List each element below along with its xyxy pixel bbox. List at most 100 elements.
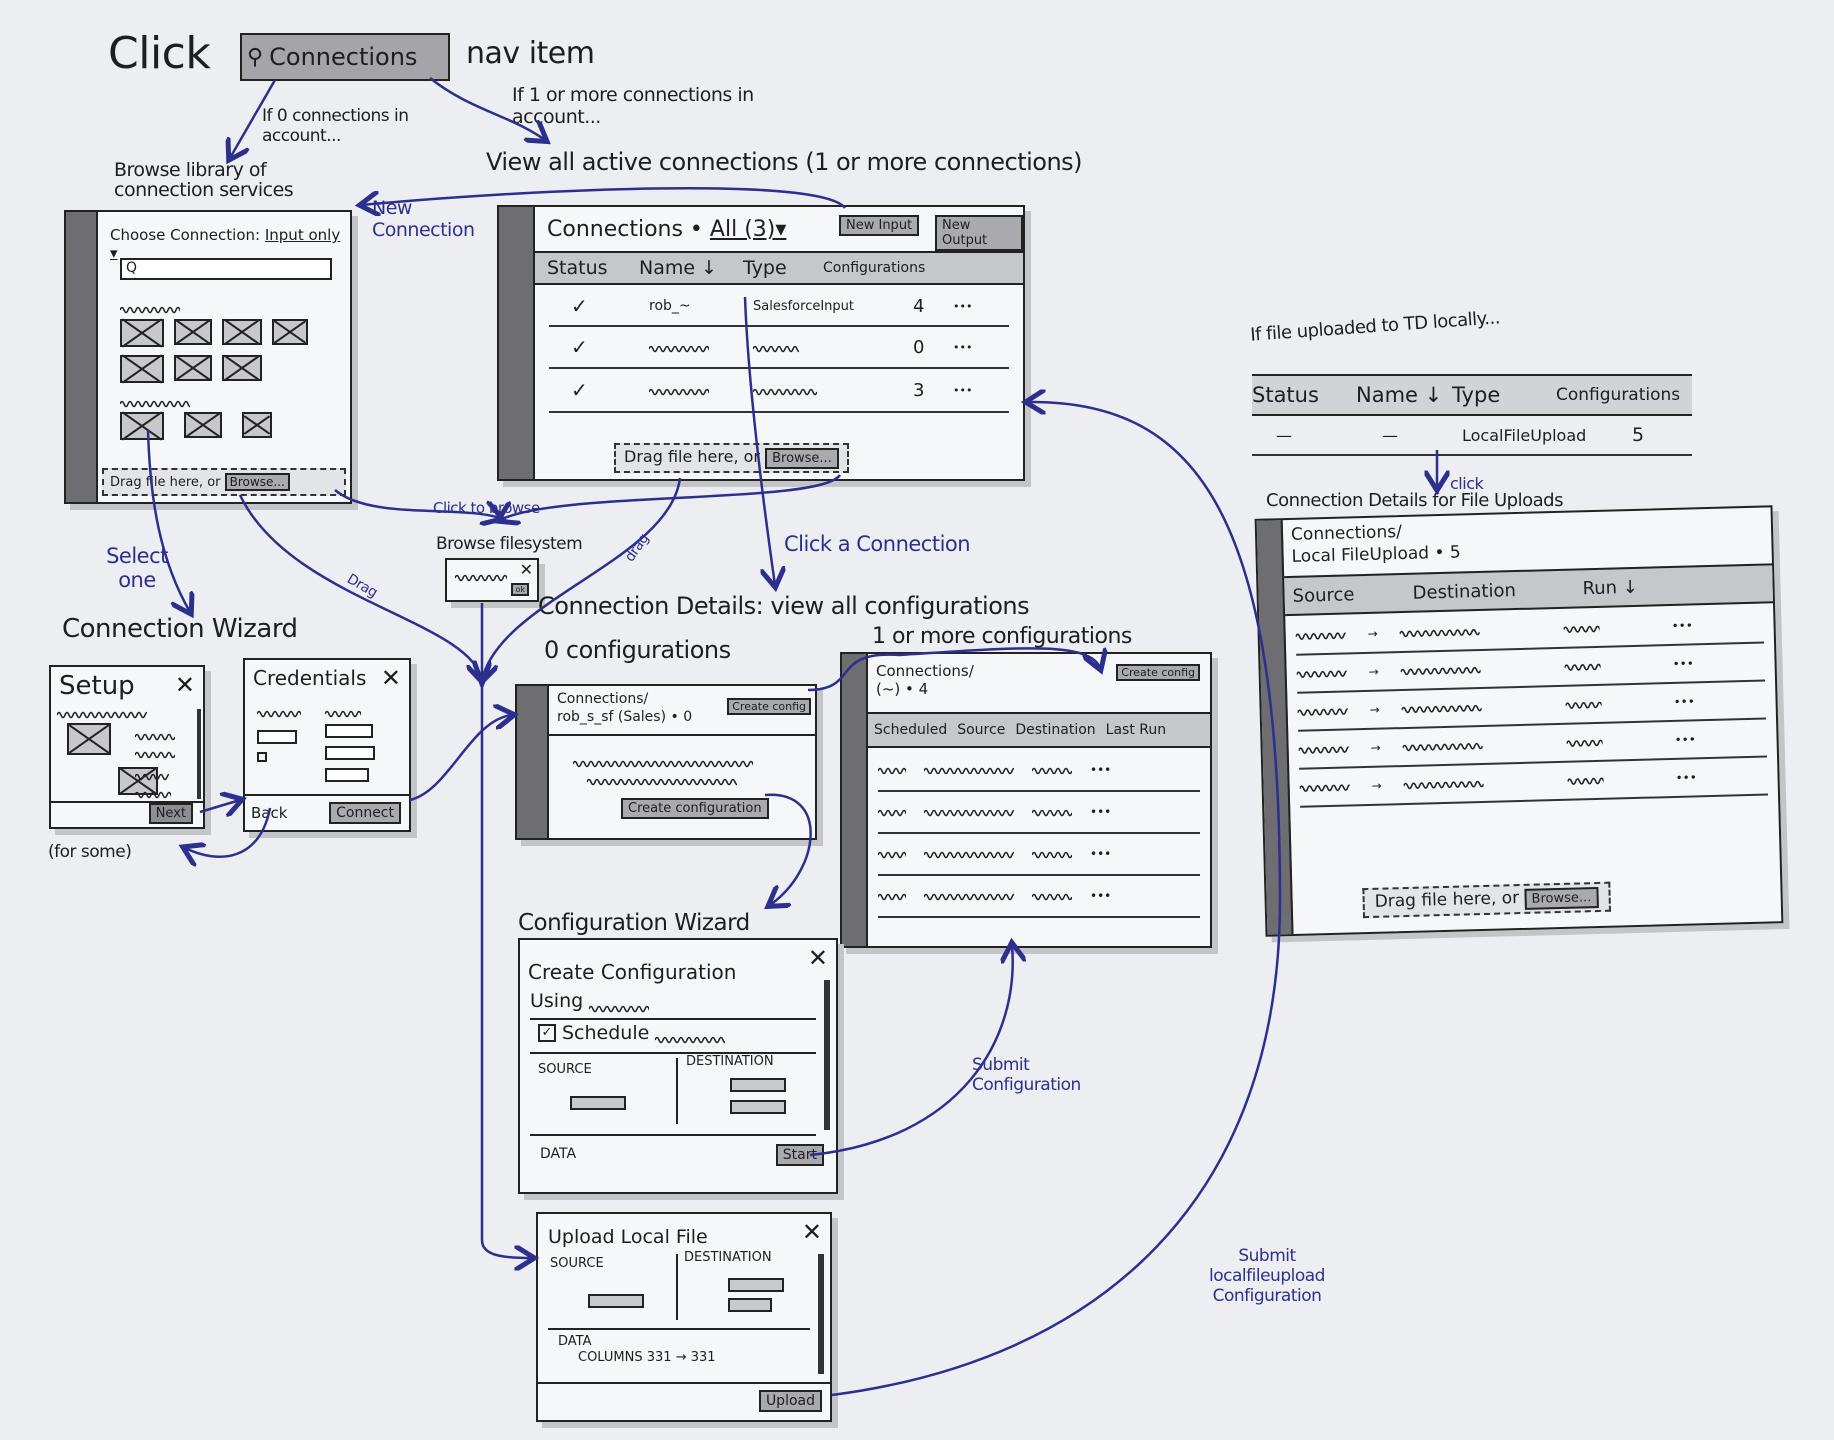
credential-field[interactable]	[325, 746, 375, 760]
column-configurations[interactable]: Configurations	[823, 260, 926, 276]
connector-tile[interactable]	[184, 411, 222, 438]
close-icon[interactable]: ✕	[380, 664, 401, 692]
table-row[interactable]: •••	[877, 876, 1200, 918]
column-destination[interactable]: Destination	[1015, 722, 1096, 738]
table-row[interactable]: •••	[877, 750, 1200, 792]
row-name[interactable]: rob_~	[649, 298, 691, 314]
connector-tile[interactable]	[120, 355, 164, 383]
connector-tile[interactable]	[174, 355, 212, 381]
table-row[interactable]: ✓ rob_~ SalesforceInput 4 •••	[549, 287, 1009, 327]
close-icon[interactable]: ✕	[519, 560, 533, 579]
browse-button[interactable]: Browse...	[1524, 886, 1599, 910]
connector-tile[interactable]	[222, 319, 262, 345]
more-icon[interactable]: •••	[1675, 770, 1698, 785]
table-row[interactable]: ✓ 0 •••	[549, 327, 1009, 369]
credential-field[interactable]	[325, 724, 373, 738]
close-icon[interactable]: ✕	[801, 1218, 822, 1246]
connections-filter-dropdown[interactable]: All (3)▾	[709, 217, 787, 242]
column-configurations[interactable]: Configurations	[1556, 385, 1681, 405]
back-button[interactable]: Back	[251, 804, 288, 822]
row-name[interactable]: —	[1382, 425, 1398, 445]
column-last-run[interactable]: Last Run	[1105, 722, 1167, 738]
more-icon[interactable]: •••	[953, 299, 973, 313]
ok-button[interactable]: ok	[511, 583, 529, 596]
table-row[interactable]: →•••	[1297, 719, 1768, 770]
start-button[interactable]: Start	[775, 1144, 824, 1166]
column-destination[interactable]: Destination	[1412, 579, 1517, 604]
connector-tile[interactable]	[120, 319, 164, 347]
close-icon[interactable]: ✕	[174, 671, 195, 699]
destination-field[interactable]	[730, 1100, 786, 1114]
destination-field[interactable]	[728, 1278, 784, 1292]
connect-button[interactable]: Connect	[329, 802, 401, 824]
file-drop-zone[interactable]: Drag file here, or Browse...	[1362, 881, 1611, 919]
connections-nav-button[interactable]: ⚲ Connections	[240, 33, 450, 81]
browse-button[interactable]: Browse...	[224, 473, 290, 491]
credential-field[interactable]	[325, 768, 369, 782]
more-icon[interactable]: •••	[1674, 732, 1697, 747]
file-drop-zone[interactable]: Drag file here, or Browse...	[614, 443, 849, 473]
more-icon[interactable]: •••	[1090, 889, 1112, 903]
column-source[interactable]: Source	[957, 722, 1006, 738]
more-icon[interactable]: •••	[1090, 847, 1112, 861]
table-row[interactable]: •••	[877, 792, 1200, 834]
new-output-button[interactable]: New Output	[935, 215, 1023, 251]
option-image[interactable]	[67, 723, 111, 755]
destination-field[interactable]	[728, 1298, 772, 1312]
file-drop-zone[interactable]: Drag file here, or Browse...	[102, 468, 346, 496]
scrollbar[interactable]	[197, 709, 201, 799]
schedule-checkbox[interactable]: ✓Schedule	[538, 1022, 729, 1044]
option-image[interactable]	[118, 767, 159, 795]
connector-tile[interactable]	[272, 319, 308, 345]
connector-tile[interactable]	[174, 319, 212, 345]
source-select[interactable]	[588, 1294, 644, 1308]
upload-button[interactable]: Upload	[758, 1390, 822, 1412]
column-name[interactable]: Name ↓	[1356, 383, 1443, 407]
scrollbar[interactable]	[824, 980, 830, 1130]
drop-text: Drag file here, or	[624, 447, 760, 466]
more-icon[interactable]: •••	[1671, 618, 1694, 633]
more-icon[interactable]: •••	[1673, 694, 1696, 709]
table-row[interactable]: →•••	[1296, 681, 1767, 732]
table-row[interactable]: •••	[877, 834, 1200, 876]
more-icon[interactable]: •••	[1672, 656, 1695, 671]
annotation-drag-left: Drag	[344, 571, 380, 601]
column-status[interactable]: Status	[547, 257, 608, 279]
more-icon[interactable]: •••	[953, 340, 973, 354]
create-config-button[interactable]: Create config	[1116, 664, 1200, 681]
connector-tile[interactable]	[242, 411, 272, 438]
more-icon[interactable]: •••	[1090, 763, 1112, 777]
connector-tile[interactable]	[120, 411, 164, 440]
create-configuration-button[interactable]: Create configuration	[621, 798, 769, 819]
column-source[interactable]: Source	[1292, 583, 1355, 607]
table-row[interactable]: →•••	[1298, 757, 1769, 808]
scrollbar[interactable]	[818, 1254, 824, 1374]
table-row[interactable]: →•••	[1294, 605, 1765, 656]
more-icon[interactable]: •••	[953, 383, 973, 397]
more-icon[interactable]: •••	[1090, 805, 1112, 819]
browse-button[interactable]: Browse...	[765, 448, 839, 469]
path-squiggle	[454, 568, 512, 582]
table-row[interactable]: ✓ 3 •••	[549, 369, 1009, 413]
column-type[interactable]: Type	[1452, 383, 1501, 407]
column-scheduled[interactable]: Scheduled	[874, 722, 948, 738]
column-name[interactable]: Name ↓	[639, 257, 718, 279]
breadcrumb[interactable]: Connections/	[876, 662, 974, 680]
library-search-input[interactable]: Q	[120, 258, 332, 280]
close-icon[interactable]: ✕	[807, 944, 828, 972]
table-row[interactable]: — — LocalFileUpload 5	[1252, 416, 1692, 456]
column-type[interactable]: Type	[743, 257, 787, 279]
credential-field[interactable]	[257, 730, 297, 744]
column-run[interactable]: Run ↓	[1582, 576, 1639, 599]
source-select[interactable]	[570, 1096, 626, 1110]
column-status[interactable]: Status	[1252, 383, 1319, 407]
create-config-button[interactable]: Create config	[727, 698, 811, 715]
checkbox[interactable]	[257, 752, 267, 762]
connector-tile[interactable]	[222, 355, 262, 381]
library-filter-dropdown[interactable]: Input only ▾	[110, 226, 341, 262]
destination-field[interactable]	[730, 1078, 786, 1092]
new-input-button[interactable]: New Input	[839, 215, 920, 236]
table-row[interactable]: →•••	[1295, 643, 1766, 694]
next-button[interactable]: Next	[148, 803, 193, 824]
breadcrumb[interactable]: Connections/	[557, 691, 649, 707]
